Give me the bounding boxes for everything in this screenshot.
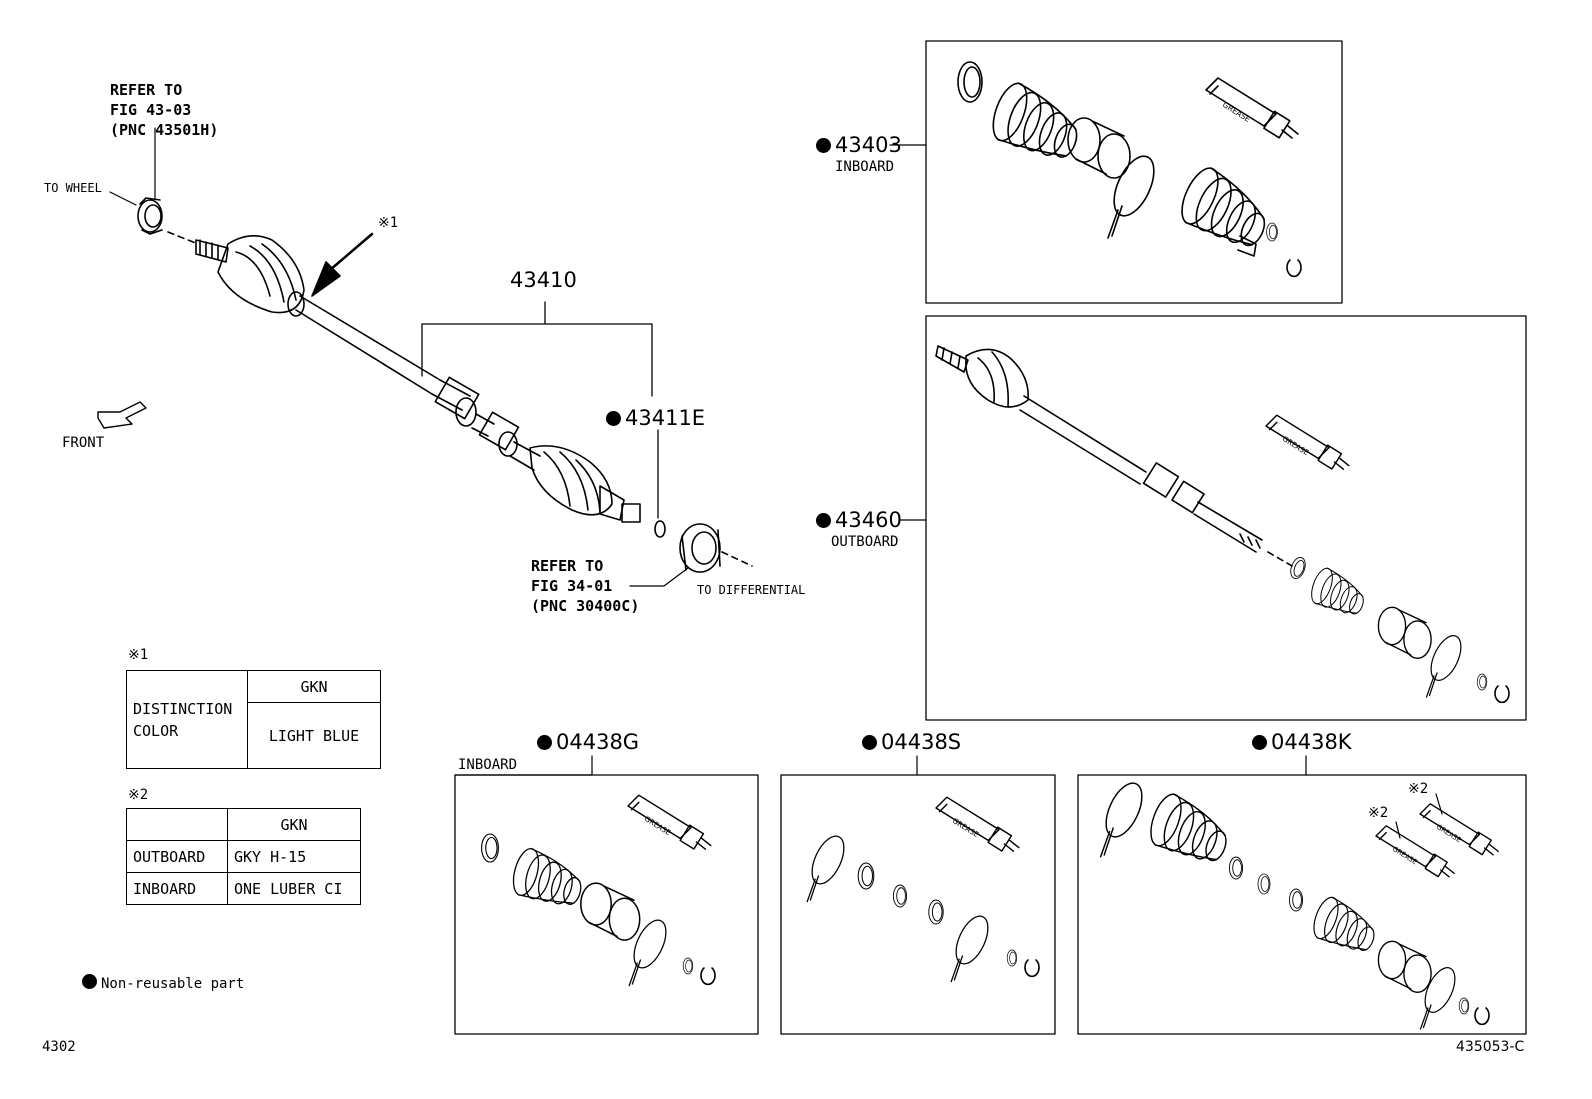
wheel-nut [137,197,163,235]
callout-arrow [311,232,374,297]
inboard-label-04438g: INBOARD [458,757,518,773]
grease-tube-lettering: GREASE [1391,845,1419,866]
pnc-04438k: 04438K [1252,732,1352,753]
kit-43403 [957,61,1302,278]
inboard-label-43403: INBOARD [835,159,895,175]
note2-marker-b: ※2 [1368,805,1389,821]
front-label: FRONT [62,435,105,451]
table2-row-label: INBOARD [126,872,228,905]
table2-blank-cell [126,808,228,841]
drawing-code: 435053-C [1456,1039,1525,1055]
table2-row-value: GKY H-15 [227,840,361,873]
outer-cv-joint [195,235,305,317]
note1-marker: ※1 [378,215,399,231]
oil-seal [679,523,721,573]
legend-nonreusable: Non-reusable part [82,974,244,991]
non-reusable-dot-icon [1252,735,1267,750]
drive-shaft [295,295,541,471]
pnc-04438g: 04438G [537,732,639,753]
table1-marker: ※1 [128,647,149,663]
non-reusable-dot-icon [606,411,621,426]
non-reusable-dot-icon [816,513,831,528]
grease-tube-lettering: GREASE [951,816,981,839]
non-reusable-dot-icon [82,974,97,989]
pnc-43411e: 43411E [606,408,705,429]
grease-tube-lettering: GREASE [1281,434,1311,457]
grease-tube-lettering: GREASE [643,814,673,837]
outboard-label-43460: OUTBOARD [831,534,899,550]
snap-ring [654,520,666,538]
table2-row-label: OUTBOARD [126,840,228,873]
grease-tube-lettering: GREASE [1221,100,1252,124]
kit-04438s [804,796,1040,983]
pnc-43460: 43460 [816,510,902,531]
table2-row-value: ONE LUBER CI [227,872,361,905]
pnc-43403: 43403 [816,135,902,156]
inner-cv-joint [529,445,641,523]
to-wheel-label: TO WHEEL [44,181,102,195]
non-reusable-dot-icon [816,138,831,153]
pnc-43410: 43410 [510,268,577,292]
grease-table: GKN OUTBOARD GKY H-15 INBOARD ONE LUBER … [126,808,361,905]
table1-value: LIGHT BLUE [247,702,381,769]
kit-43460 [935,345,1510,704]
non-reusable-dot-icon [862,735,877,750]
kit-04438k [1098,777,1499,1030]
table2-marker: ※2 [128,787,149,803]
to-differential-label: TO DIFFERENTIAL [697,583,806,597]
kit-04438g [481,794,716,987]
table2-header: GKN [227,808,361,841]
figure-number: 4302 [42,1039,76,1055]
pnc-04438s: 04438S [862,732,961,753]
table1-header: GKN [247,670,381,703]
note2-marker-a: ※2 [1408,781,1429,797]
grease-tube-lettering: GREASE [1435,823,1463,844]
front-arrow [97,401,147,429]
non-reusable-dot-icon [537,735,552,750]
